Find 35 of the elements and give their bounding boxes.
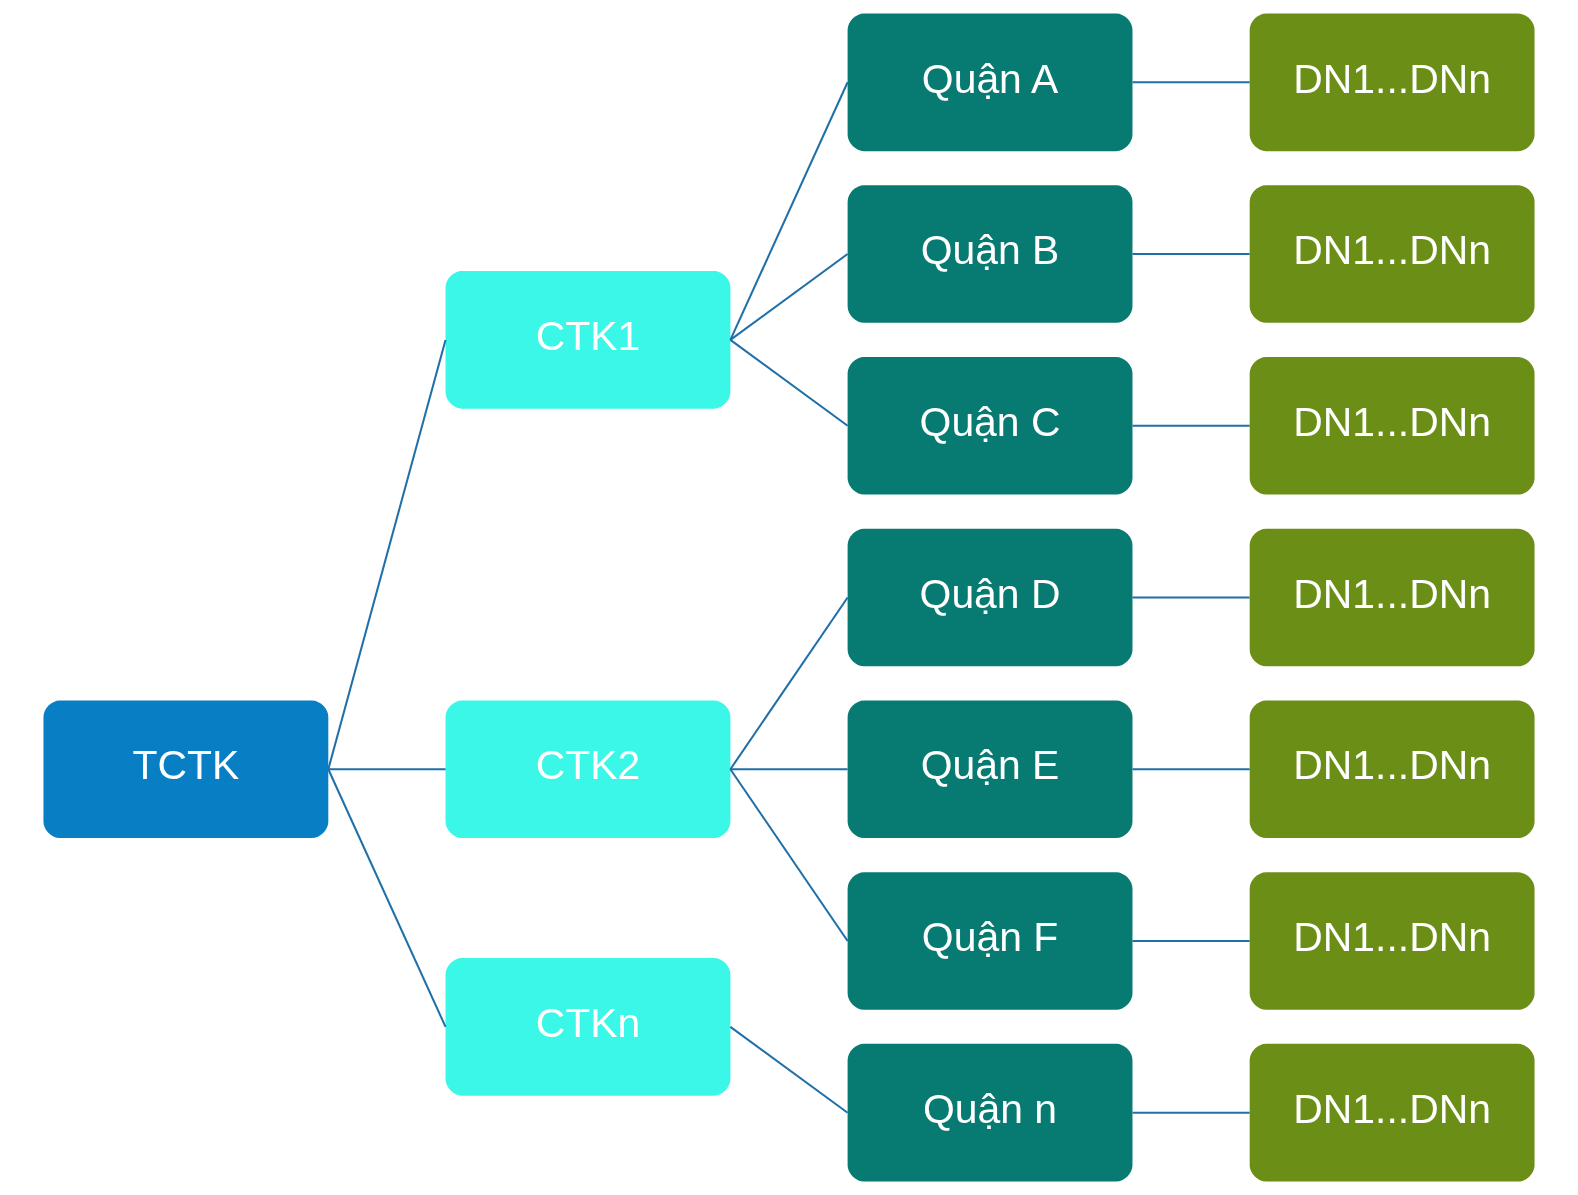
node-box: Quận C <box>847 356 1133 495</box>
connector <box>729 596 849 770</box>
node-box: Quận B <box>847 185 1133 323</box>
node-box: Quận D <box>847 528 1133 667</box>
connector <box>729 81 849 341</box>
connector <box>729 339 849 427</box>
connector <box>327 768 447 1028</box>
connector <box>1132 939 1250 942</box>
connector <box>729 253 849 341</box>
node-box: DN1...DNn <box>1249 872 1535 1010</box>
node-box: DN1...DNn <box>1249 700 1535 839</box>
node-box: TCTK <box>43 700 329 839</box>
node-box: DN1...DNn <box>1249 13 1535 152</box>
connector <box>1132 81 1250 84</box>
node-box: CTK1 <box>445 271 731 409</box>
connector <box>327 339 447 770</box>
connector <box>328 768 446 771</box>
connector <box>730 768 848 771</box>
node-box: Quận E <box>847 700 1133 839</box>
connector <box>1132 768 1250 771</box>
node-box: Quận F <box>847 872 1133 1010</box>
node-box: Quận n <box>847 1043 1133 1182</box>
node-box: DN1...DNn <box>1249 185 1535 323</box>
connector <box>1132 596 1250 599</box>
connector <box>729 1026 849 1114</box>
node-box: CTK2 <box>445 700 731 839</box>
node-box: DN1...DNn <box>1249 356 1535 495</box>
node-box: DN1...DNn <box>1249 528 1535 667</box>
connector <box>1132 1111 1250 1114</box>
connector <box>729 768 849 942</box>
node-box: Quận A <box>847 13 1133 152</box>
connector <box>1132 424 1250 427</box>
connector <box>1132 253 1250 256</box>
node-box: CTKn <box>445 958 731 1096</box>
node-box: DN1...DNn <box>1249 1043 1535 1182</box>
